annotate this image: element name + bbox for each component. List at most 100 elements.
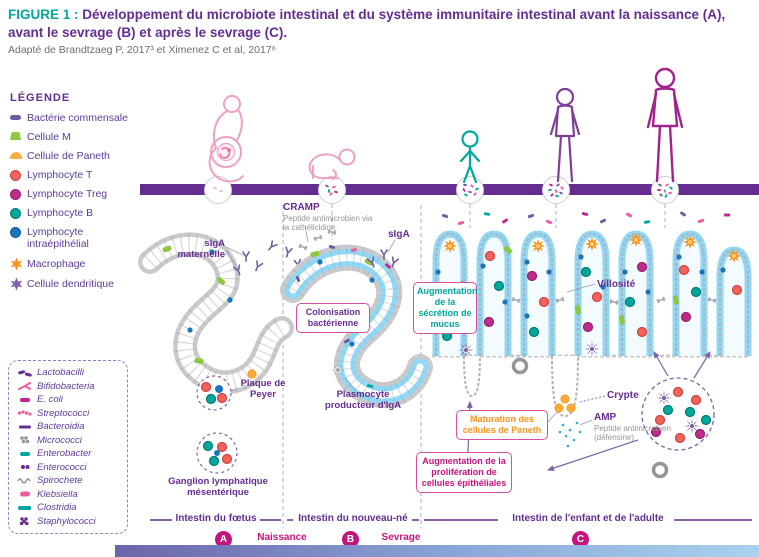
bacteria-item-e-coli: E. coli — [17, 394, 121, 405]
legend-item-b-lymphocyte: Lymphocyte B — [10, 207, 162, 220]
m-cell-icon — [10, 132, 21, 141]
intestine-fetus — [138, 232, 303, 474]
legend-item-treg-lymphocyte: Lymphocyte Treg — [10, 188, 162, 201]
dendritic-cell-icon — [10, 277, 23, 291]
timeline-band — [140, 176, 759, 204]
bacteria-item-clostridia: Clostridia — [17, 502, 121, 513]
macrophage-icon — [10, 257, 23, 271]
bacteria-item-enterobacter: Enterobacter — [17, 448, 121, 459]
staphylococci-icon — [19, 517, 29, 526]
figure-source: Adapté de Brandtzaeg P, 2017³ et Ximenez… — [8, 44, 276, 56]
legend-panel: LÉGENDE Bactérie commensale Cellule M Ce… — [10, 92, 162, 298]
villi — [432, 230, 752, 356]
amp-label: AMP Peptide antimicrobien (défensine) — [594, 412, 674, 442]
legend-item-macrophage: Macrophage — [10, 257, 162, 271]
bacteria-item-bifidobacteria: Bifidobacteria — [17, 381, 121, 392]
amp-defensin-specks — [558, 421, 582, 448]
peyers-patch-label: Plaque de Peyer — [240, 378, 286, 400]
badge-c: C — [572, 531, 589, 548]
villosite-label: Villosité — [597, 279, 636, 290]
bacteria-legend-panel: Lactobacilli Bifidobacteria E. coli Stre… — [8, 360, 128, 534]
figure-number-label: FIGURE 1 : — [8, 7, 79, 22]
bacteria-item-klebsiella: Klebsiella — [17, 489, 121, 500]
child-figure — [549, 87, 581, 183]
streptococci-icon — [17, 410, 32, 416]
lactobacilli-icon — [18, 369, 32, 377]
bacteria-item-enterococci: Enterococci — [17, 462, 121, 473]
stage-label-newborn: Intestin du nouveau-né — [298, 513, 408, 524]
badge-b: B — [342, 531, 359, 548]
stage-label-child-adult: Intestin de l'enfant et de l'adulte — [512, 513, 664, 524]
proliferation-box: Augmentation de la prolifération de cell… — [416, 452, 512, 493]
spirochete-icon — [17, 477, 31, 484]
klebsiella-icon — [20, 491, 30, 497]
mesenteric-lymph-node — [196, 432, 238, 474]
enterobacter-icon — [20, 451, 30, 456]
siga-maternelle-label: sIgA maternelle — [177, 238, 225, 260]
microbiota-circle-child — [542, 176, 570, 204]
legend-item-m-cell: Cellule M — [10, 131, 162, 143]
microbiota-circle-toddler — [456, 176, 484, 204]
villi-cells — [432, 233, 743, 479]
bacteria-item-staphylococci: Staphylococci — [17, 516, 121, 527]
intraepithelial-lymphocyte-icon — [10, 227, 21, 239]
pregnant-woman-figure — [208, 95, 244, 183]
legend-title: LÉGENDE — [10, 92, 71, 104]
peyers-patch — [196, 375, 232, 411]
footer-bar — [115, 545, 759, 557]
legend-item-paneth-cell: Cellule de Paneth — [10, 150, 162, 162]
paneth-maturation-box: Maturation des cellules de Paneth — [456, 410, 548, 440]
bacteria-item-streptococci: Streptococci — [17, 408, 121, 419]
crawling-baby-figure — [308, 148, 356, 180]
cramp-title: CRAMP — [283, 202, 320, 213]
amp-title: AMP — [594, 412, 617, 423]
t-lymphocyte-icon — [10, 170, 21, 182]
siga-dimers — [510, 295, 718, 306]
micrococci-icon — [20, 436, 30, 444]
e-coli-icon — [20, 397, 30, 402]
microbiota-circle-adult — [651, 176, 679, 204]
microbiota-circle-newborn — [318, 176, 346, 204]
human-figures — [208, 67, 684, 184]
siga-label: sIgA — [388, 229, 410, 240]
badge-a: A — [215, 531, 232, 548]
cramp-peptides — [297, 228, 338, 252]
microbiota-circle-fetus — [204, 176, 232, 204]
treg-lymphocyte-icon — [10, 189, 21, 201]
cramp-description: Peptide antimicrobien via la cathélicidi… — [283, 213, 373, 232]
commensal-bacteria-icon — [10, 115, 21, 120]
cramp-label: CRAMP Peptide antimicrobien via la cathé… — [283, 202, 379, 232]
adult-figure — [646, 67, 684, 183]
sevrage-label: Sevrage — [381, 532, 421, 543]
toddler-figure — [459, 130, 481, 184]
bacteroidia-icon — [19, 425, 31, 428]
maternal-siga-antibodies — [233, 240, 303, 277]
legend-item-commensal-bacteria: Bactérie commensale — [10, 112, 162, 124]
clostridia-icon — [18, 505, 32, 510]
mucus-secretion-box: Augmentation de la sécrétion de mucus — [413, 282, 478, 334]
b-lymphocyte-icon — [10, 208, 21, 220]
figure-title: FIGURE 1 : Développement du microbiote i… — [8, 6, 754, 42]
crypte-label: Crypte — [607, 390, 639, 401]
legend-item-intraepithelial-lymphocyte: Lymphocyte intraépithélial — [10, 226, 162, 250]
siga-antibodies — [367, 249, 399, 269]
bacteria-item-spirochete: Spirochete — [17, 475, 121, 486]
paneth-cell-icon — [10, 152, 22, 160]
naissance-label: Naissance — [257, 532, 307, 543]
stage-label-fetus: Intestin du fœtus — [175, 513, 257, 524]
figure-title-text: Développement du microbiote intestinal e… — [8, 7, 726, 40]
legend-item-t-lymphocyte: Lymphocyte T — [10, 169, 162, 182]
legend-item-dendritic-cell: Cellule dendritique — [10, 277, 162, 291]
enterococci-icon — [21, 465, 30, 469]
bacteria-item-lactobacilli: Lactobacilli — [17, 367, 121, 378]
amp-description: Peptide antimicrobien (défensine) — [594, 423, 671, 442]
luminal-bacteria — [441, 210, 731, 226]
colonisation-box: Colonisation bactérienne — [296, 303, 370, 333]
plasma-cell — [329, 361, 347, 379]
bacteria-item-micrococci: Micrococci — [17, 435, 121, 446]
bifidobacteria-icon — [18, 382, 31, 390]
plasma-cell-label: Plasmocyte producteur d'IgA — [324, 389, 402, 411]
cluster-arrows — [546, 350, 711, 471]
bacteria-item-bacteroidia: Bacteroidia — [17, 421, 121, 432]
